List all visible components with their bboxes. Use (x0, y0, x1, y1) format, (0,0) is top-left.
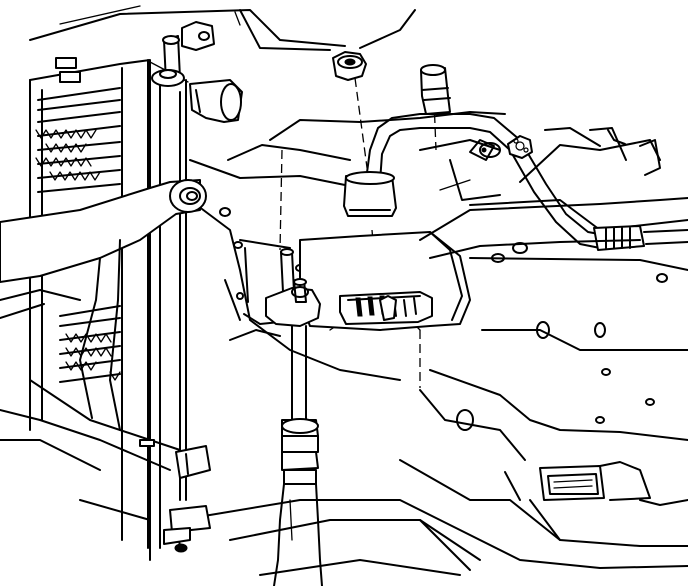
small-fasteners (469, 139, 495, 161)
clip-icon (339, 291, 433, 325)
pipe-icon (365, 113, 688, 251)
hose-assembly (265, 248, 323, 586)
fitting-icon (343, 171, 397, 217)
hose-icon (189, 79, 243, 123)
radiator-icon (29, 57, 189, 561)
radiator-cap-post (151, 21, 215, 87)
mounting-holes (219, 142, 668, 431)
panel-icon (539, 465, 605, 501)
cap-icon (420, 64, 451, 115)
body-panel (29, 5, 688, 576)
bracket-icon (0, 179, 211, 553)
nut-icon (332, 51, 367, 81)
